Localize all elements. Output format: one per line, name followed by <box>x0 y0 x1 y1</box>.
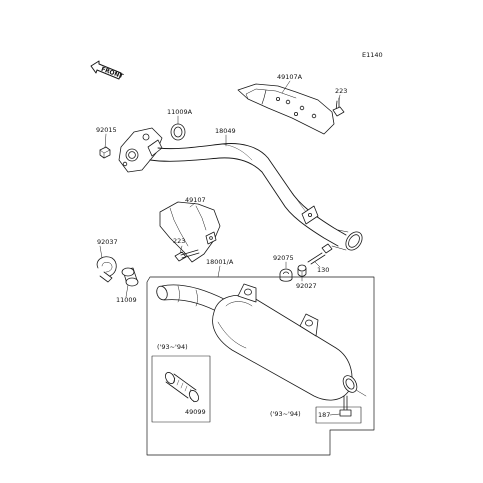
muffler-assembly-box <box>146 276 375 456</box>
label-11009a: 11009A <box>167 108 193 116</box>
label-223-upper: 223 <box>335 87 348 95</box>
label-130: 130 <box>317 266 330 274</box>
leader-lines <box>99 80 341 416</box>
exhaust-header-pipe <box>118 127 363 251</box>
screw-187 <box>339 395 352 417</box>
screw-223-upper <box>332 97 345 117</box>
bolt-130 <box>307 243 333 265</box>
label-11009: 11009 <box>116 296 137 304</box>
label-187: 187 <box>318 411 331 419</box>
label-49099: 49099 <box>185 408 206 416</box>
diagram-code: E1140 <box>362 51 383 59</box>
inset-box-left <box>151 355 211 423</box>
inset-box-right <box>315 406 362 424</box>
label-92037: 92037 <box>97 238 118 246</box>
label-92027: 92027 <box>296 282 317 290</box>
front-arrow-icon <box>90 60 122 80</box>
muffler-body <box>212 283 367 401</box>
year-note-right: ('93~'94) <box>270 410 301 418</box>
gasket-11009a <box>170 123 186 141</box>
spark-arrester-49099 <box>165 372 199 402</box>
screw-223-lower <box>174 249 200 262</box>
year-note-left: ('93~'94) <box>157 343 188 351</box>
label-92015: 92015 <box>96 126 117 134</box>
gasket-11009 <box>121 267 139 287</box>
heat-shield-upper <box>237 83 335 135</box>
label-18001a: 18001/A <box>206 258 234 266</box>
grommet-92075 <box>279 268 293 282</box>
label-49107: 49107 <box>185 196 206 204</box>
heat-shield-lower <box>159 201 221 263</box>
label-49107a: 49107A <box>277 73 303 81</box>
nut-92015 <box>99 146 111 159</box>
label-92075: 92075 <box>273 254 294 262</box>
clamp-92037 <box>96 256 117 283</box>
label-18049: 18049 <box>215 127 236 135</box>
front-marker-text: FRONT <box>100 66 125 81</box>
label-223-lower: 223 <box>173 237 186 245</box>
